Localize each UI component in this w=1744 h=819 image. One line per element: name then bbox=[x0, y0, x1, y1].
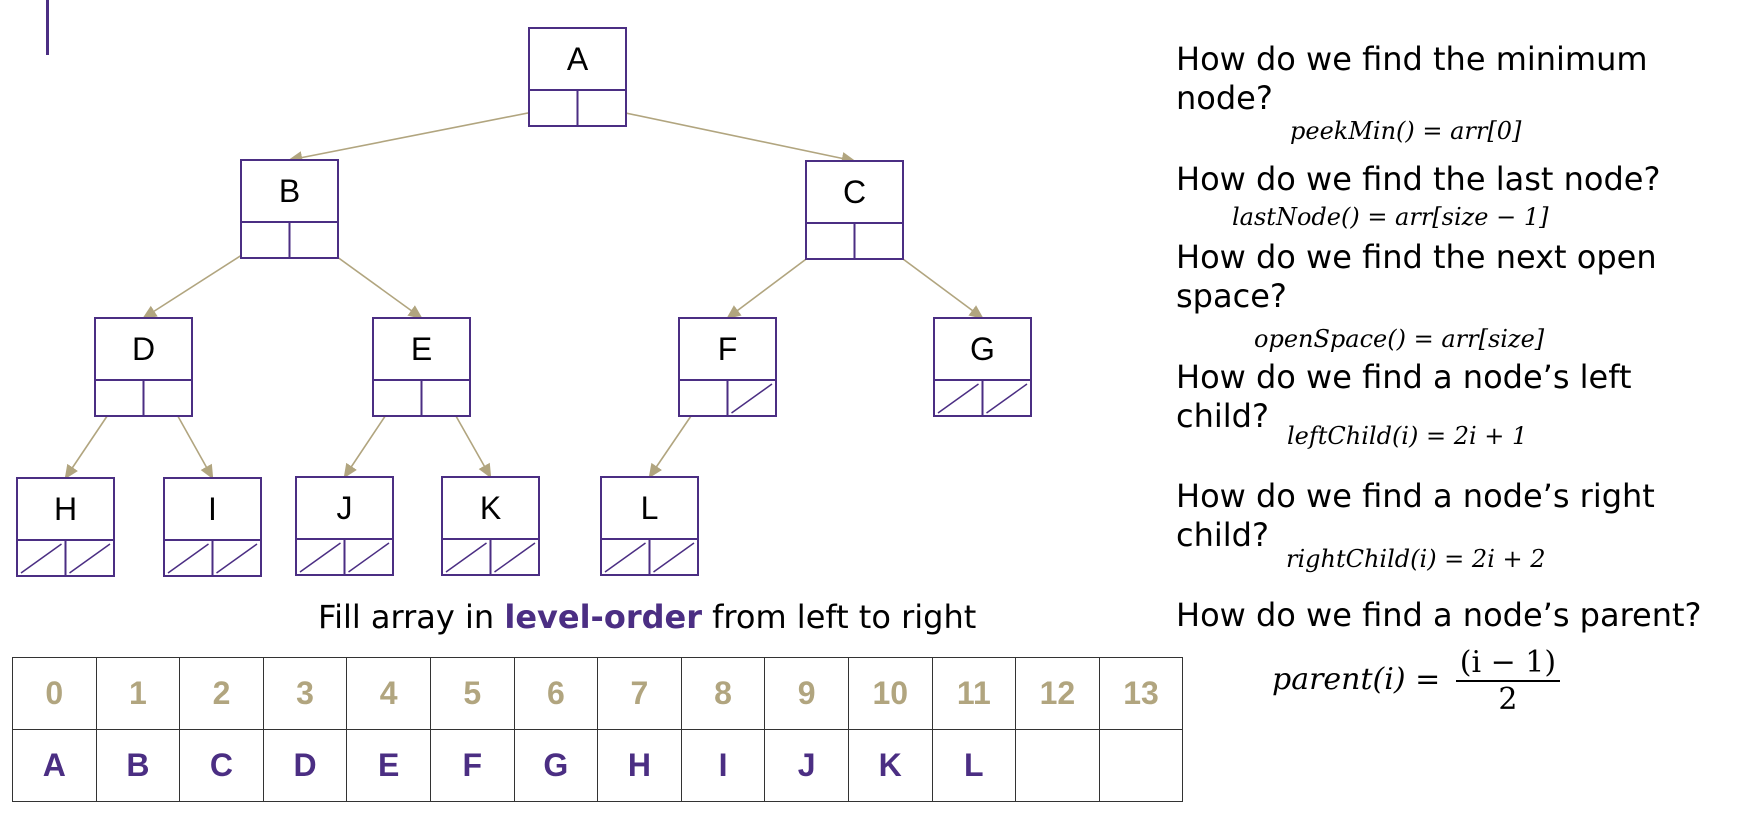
formula-parent: parent(i) = (i − 1) 2 bbox=[1272, 645, 1561, 717]
title-accent-bar bbox=[46, 0, 49, 55]
question-right-text: How do we find a node’s right child? bbox=[1176, 477, 1655, 554]
array-index-cell: 4 bbox=[346, 657, 431, 730]
caption-before: Fill array in bbox=[318, 598, 505, 636]
formula-parent-numerator: (i − 1) bbox=[1455, 645, 1561, 682]
node-label: F bbox=[718, 331, 738, 367]
array-index-cell: 6 bbox=[513, 657, 599, 730]
array-value-cell: A bbox=[12, 729, 97, 802]
null-pointer-slash bbox=[20, 543, 62, 574]
array-value-cell bbox=[1015, 729, 1100, 802]
edge-a-c bbox=[601, 107, 857, 165]
tree-node-a: A bbox=[528, 27, 627, 127]
null-pointer-slash bbox=[937, 383, 979, 414]
question-left: How do we find a node’s left child? bbox=[1176, 358, 1631, 436]
question-parent-text: How do we find a node’s parent? bbox=[1176, 596, 1702, 634]
formula-last-node: lastNode() = arr[size − 1] bbox=[1232, 203, 1549, 231]
array-value-cell: G bbox=[513, 729, 599, 802]
node-label: J bbox=[337, 490, 353, 526]
null-pointer-slash bbox=[731, 383, 773, 414]
array-value-cell: L bbox=[931, 729, 1017, 802]
caption-bold: level-order bbox=[504, 598, 702, 636]
array-index-cell: 13 bbox=[1098, 657, 1184, 730]
null-pointer-slash bbox=[445, 542, 487, 573]
array-index-cell: 1 bbox=[95, 657, 181, 730]
array-index-cell: 7 bbox=[597, 657, 682, 730]
array-index-cell: 2 bbox=[179, 657, 264, 730]
tree-node-b: B bbox=[240, 159, 339, 259]
array-value-cell: K bbox=[847, 729, 933, 802]
array-value-cell: I bbox=[680, 729, 766, 802]
array-value-cell: E bbox=[346, 729, 431, 802]
null-pointer-slash bbox=[604, 542, 646, 573]
tree-node-h: H bbox=[16, 477, 115, 577]
formula-parent-lhs: parent(i) = bbox=[1272, 662, 1441, 697]
question-right: How do we find a node’s right child? bbox=[1176, 477, 1655, 555]
formula-parent-denominator: 2 bbox=[1498, 682, 1518, 717]
node-label: H bbox=[54, 491, 77, 527]
tree-node-l: L bbox=[600, 476, 699, 576]
array-index-cell: 5 bbox=[429, 657, 515, 730]
node-label: B bbox=[279, 173, 300, 209]
tree-node-f: F bbox=[678, 317, 777, 417]
array-index-cell: 0 bbox=[12, 657, 97, 730]
tree-node-d: D bbox=[94, 317, 193, 417]
question-min: How do we find the minimum node? bbox=[1176, 40, 1648, 118]
array-value-cell: D bbox=[262, 729, 348, 802]
question-last-text: How do we find the last node? bbox=[1176, 160, 1661, 198]
array-index-cell: 12 bbox=[1015, 657, 1100, 730]
formula-peek-min: peekMin() = arr[0] bbox=[1290, 117, 1522, 145]
tree-node-g: G bbox=[933, 317, 1032, 417]
node-label: L bbox=[641, 490, 659, 526]
null-pointer-slash bbox=[299, 542, 341, 573]
edge-a-b bbox=[287, 107, 554, 164]
null-pointer-slash bbox=[216, 543, 258, 574]
caption-after: from left to right bbox=[701, 598, 977, 636]
array-index-cell: 3 bbox=[262, 657, 348, 730]
array-value-cell: B bbox=[95, 729, 181, 802]
tree-node-c: C bbox=[805, 160, 904, 260]
node-label: C bbox=[843, 174, 866, 210]
node-label: G bbox=[970, 331, 995, 367]
question-min-text: How do we find the minimum node? bbox=[1176, 40, 1648, 117]
array-value-cell: J bbox=[764, 729, 849, 802]
array-index-cell: 9 bbox=[764, 657, 849, 730]
null-pointer-slash bbox=[986, 383, 1028, 414]
tree-node-k: K bbox=[441, 476, 540, 576]
formula-parent-fraction: (i − 1) 2 bbox=[1455, 645, 1561, 717]
array-index-cell: 8 bbox=[680, 657, 766, 730]
tree-node-e: E bbox=[372, 317, 471, 417]
array-value-cell: F bbox=[429, 729, 515, 802]
question-left-text: How do we find a node’s left child? bbox=[1176, 358, 1632, 435]
formula-left-child: leftChild(i) = 2i + 1 bbox=[1287, 422, 1528, 450]
tree-node-i: I bbox=[163, 477, 262, 577]
question-open-text: How do we find the next open space? bbox=[1176, 238, 1657, 315]
formula-open-space: openSpace() = arr[size] bbox=[1254, 325, 1545, 353]
node-label: K bbox=[480, 490, 501, 526]
tree-node-j: J bbox=[295, 476, 394, 576]
formula-right-child: rightChild(i) = 2i + 2 bbox=[1286, 545, 1546, 573]
question-open: How do we find the next open space? bbox=[1176, 238, 1657, 316]
node-label: A bbox=[567, 41, 589, 77]
null-pointer-slash bbox=[653, 542, 695, 573]
null-pointer-slash bbox=[494, 542, 536, 573]
null-pointer-slash bbox=[69, 543, 111, 574]
array-index-cell: 10 bbox=[847, 657, 933, 730]
array-value-cell bbox=[1098, 729, 1184, 802]
node-label: E bbox=[411, 331, 432, 367]
node-label: I bbox=[208, 491, 217, 527]
array-value-cell: H bbox=[597, 729, 682, 802]
node-label: D bbox=[132, 331, 155, 367]
array-index-cell: 11 bbox=[931, 657, 1017, 730]
null-pointer-slash bbox=[348, 542, 390, 573]
array-value-cell: C bbox=[179, 729, 264, 802]
null-pointer-slash bbox=[167, 543, 209, 574]
tree-diagram: A B C D E F G H I J K L bbox=[16, 27, 1032, 577]
array-caption: Fill array in level-order from left to r… bbox=[318, 598, 976, 636]
